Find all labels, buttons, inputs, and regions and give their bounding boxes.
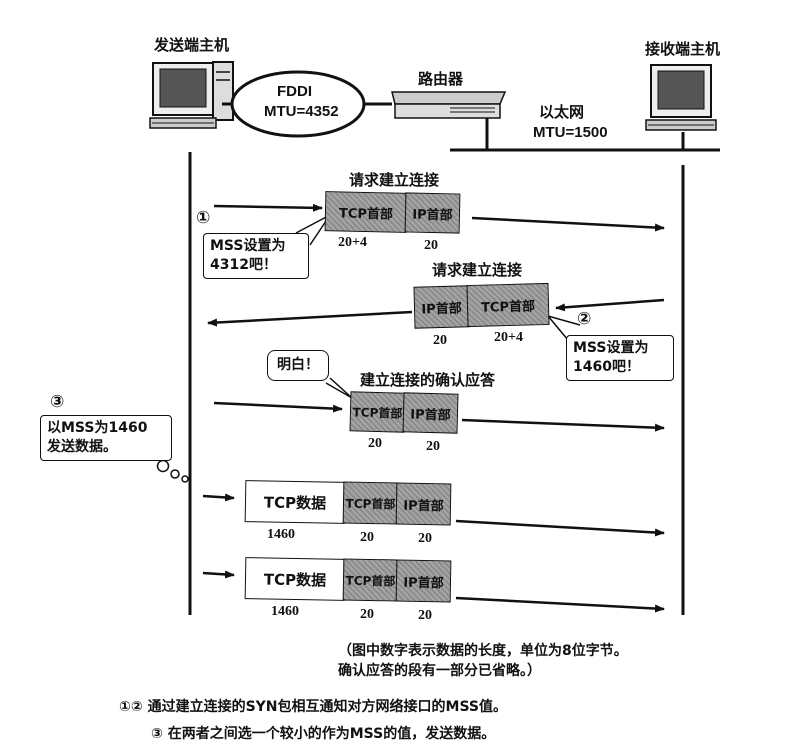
data1-tcp-data: TCP数据 (244, 480, 346, 524)
data1-tcp-header: TCP首部 (342, 481, 399, 525)
syn1-speech-bubble: MSS设置为 4312吧！ (203, 233, 309, 279)
syn1-ip-header: IP首部 (404, 192, 461, 234)
step2-marker: ② (577, 309, 592, 329)
router-label: 路由器 (418, 70, 464, 88)
ethernet-mtu-label: MTU=1500 (533, 124, 608, 141)
fddi-mtu-label: MTU=4352 (264, 103, 339, 120)
ack-caption: 建立连接的确认应答 (360, 371, 496, 389)
data2-tcp-header: TCP首部 (342, 558, 399, 602)
sender-computer-icon (149, 61, 234, 129)
syn1-caption: 请求建立连接 (349, 171, 440, 189)
data1-ip-length: 20 (418, 531, 432, 546)
syn2-speech-bubble: MSS设置为 1460吧！ (566, 335, 674, 381)
ethernet-label: 以太网 (539, 103, 585, 121)
syn2-ip-length: 20 (433, 333, 447, 348)
step1-marker: ① (196, 208, 211, 228)
syn2-caption: 请求建立连接 (432, 261, 523, 279)
ack-ip-header: IP首部 (402, 392, 459, 434)
data1-ip-header: IP首部 (395, 482, 452, 526)
data2-ip-header: IP首部 (395, 559, 452, 603)
ack-tcp-length: 20 (368, 436, 382, 451)
receiver-host-label: 接收端主机 (645, 40, 721, 58)
step3-thought-bubble: 以MSS为1460 发送数据。 (40, 415, 172, 461)
data1-data-length: 1460 (267, 527, 295, 542)
data1-tcp-length: 20 (360, 530, 374, 545)
ack-tcp-header: TCP首部 (349, 391, 406, 433)
syn1-tcp-length: 20+4 (338, 235, 367, 250)
sender-host-label: 发送端主机 (154, 36, 230, 54)
figure-note: （图中数字表示数据的长度，单位为8位字节。 确认应答的段有一部分已省略。） (338, 643, 628, 680)
ack-ip-length: 20 (426, 439, 440, 454)
data2-tcp-data: TCP数据 (244, 557, 346, 601)
syn1-ip-length: 20 (424, 238, 438, 253)
data2-tcp-length: 20 (360, 607, 374, 622)
explanation-point-1: ①② 通过建立连接的SYN包相互通知对方网络接口的MSS值。 (119, 699, 507, 715)
data2-ip-length: 20 (418, 608, 432, 623)
receiver-computer-icon (645, 64, 717, 131)
syn2-tcp-length: 20+4 (494, 330, 523, 345)
data2-data-length: 1460 (271, 604, 299, 619)
syn1-tcp-header: TCP首部 (324, 191, 408, 233)
syn2-tcp-header: TCP首部 (466, 282, 550, 328)
router-icon (391, 91, 507, 119)
explanation-point-2: ③ 在两者之间选一个较小的作为MSS的值，发送数据。 (151, 726, 496, 742)
fddi-label: FDDI (277, 83, 312, 100)
message-arrows (202, 203, 665, 613)
ack-speech-bubble: 明白！ (267, 350, 329, 381)
syn2-ip-header: IP首部 (413, 285, 470, 329)
step3-marker: ③ (50, 392, 65, 412)
